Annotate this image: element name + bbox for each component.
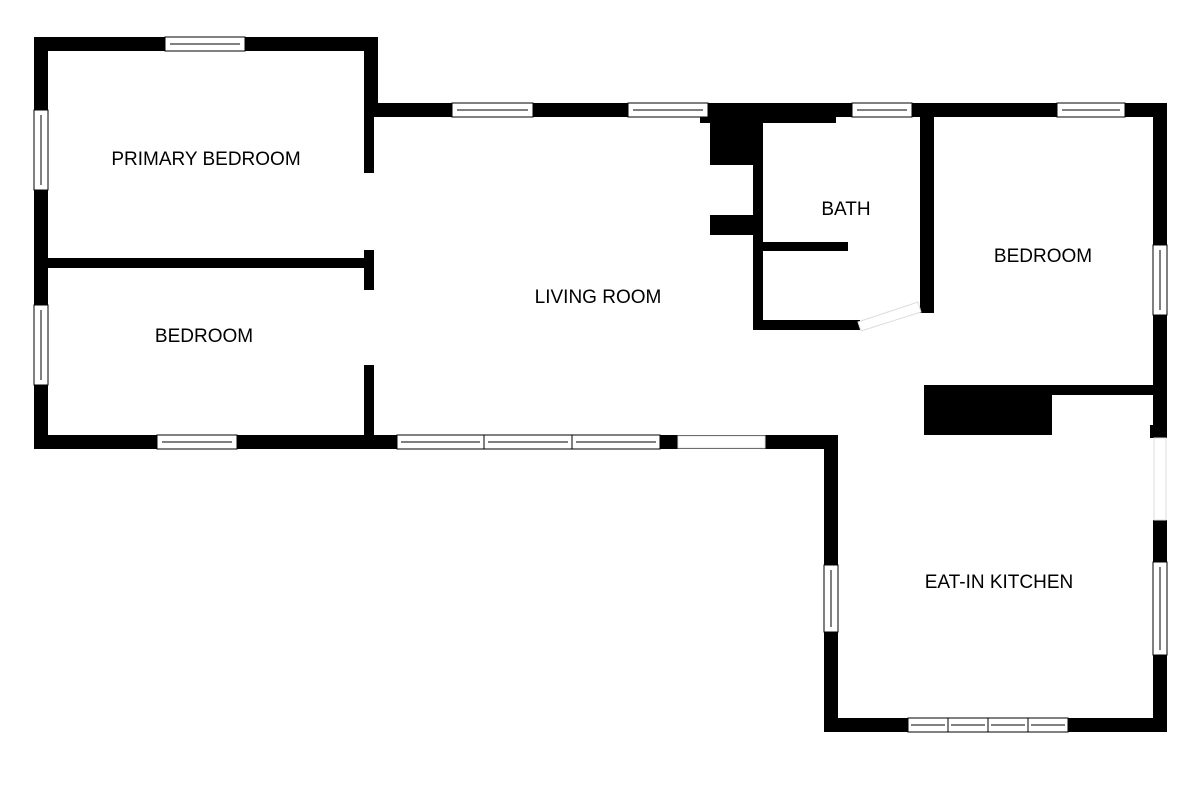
room-label-bedroom-west: BEDROOM xyxy=(155,326,253,347)
room-label-bedroom-east: BEDROOM xyxy=(994,246,1092,267)
room-label-eat-in-kitchen: EAT-IN KITCHEN xyxy=(925,572,1074,593)
room-label-bath: BATH xyxy=(821,199,870,220)
windows xyxy=(33,36,1168,733)
room-label-primary-bedroom: PRIMARY BEDROOM xyxy=(111,149,300,170)
openings xyxy=(677,301,1167,521)
walls xyxy=(34,37,1167,732)
room-labels: PRIMARY BEDROOM BEDROOM LIVING ROOM BATH… xyxy=(111,149,1092,593)
room-label-living-room: LIVING ROOM xyxy=(535,287,662,308)
